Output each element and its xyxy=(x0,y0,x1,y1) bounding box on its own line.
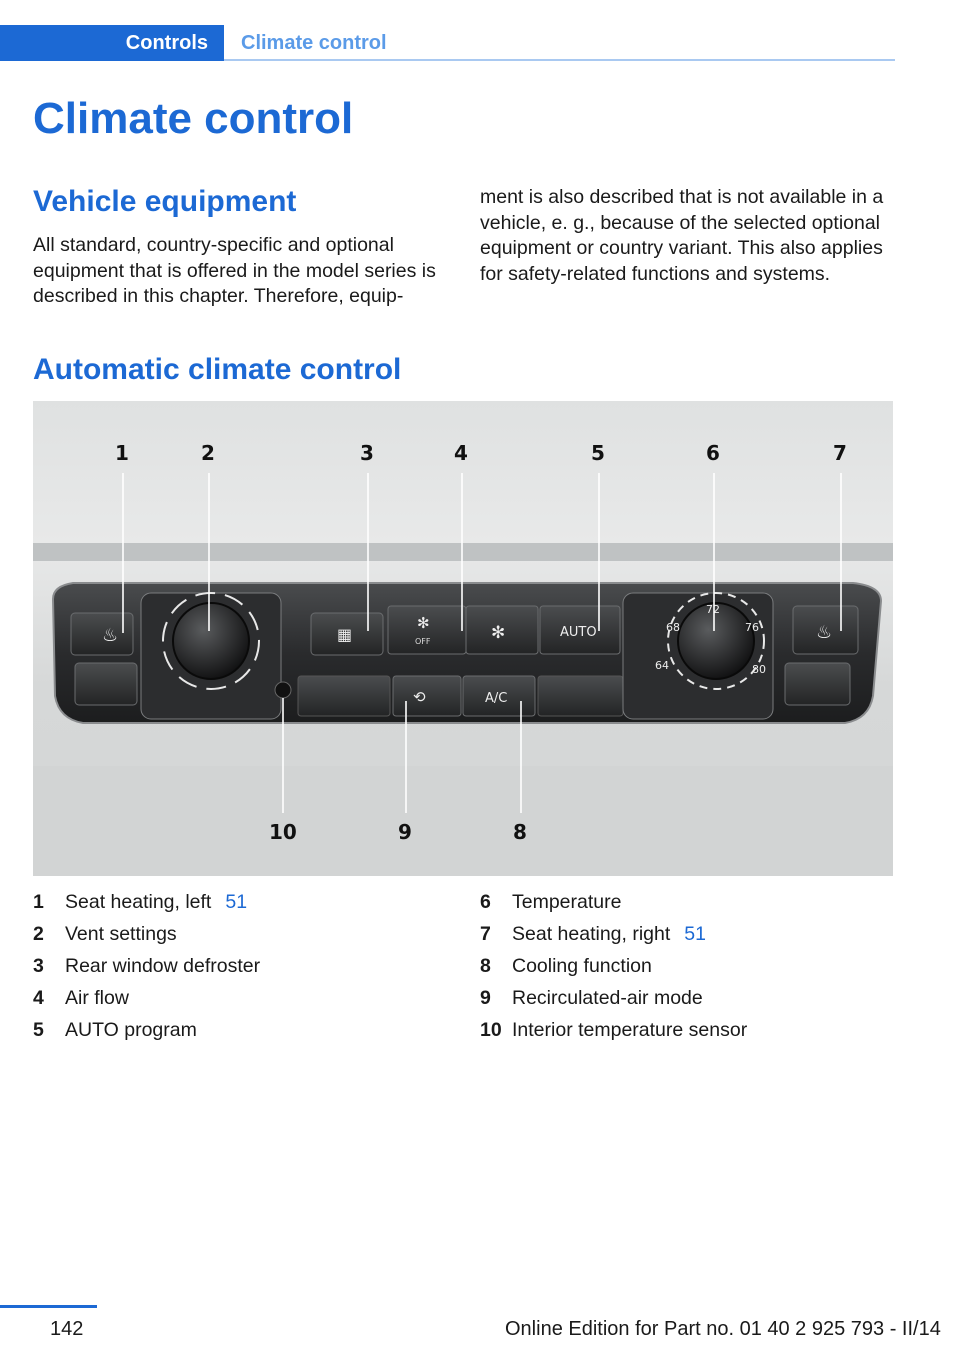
legend-item: 10 Interior temperature sensor xyxy=(480,1014,747,1046)
seat-heating-left-button[interactable] xyxy=(70,612,134,656)
legend-num: 8 xyxy=(480,954,491,977)
legend-num: 9 xyxy=(480,986,491,1009)
callout-4: 4 xyxy=(454,441,468,465)
lower-right-button[interactable] xyxy=(784,662,851,706)
lower-left-button[interactable] xyxy=(74,662,138,706)
callout-10: 10 xyxy=(269,820,297,844)
auto-button[interactable] xyxy=(539,605,621,655)
page-number: 142 xyxy=(50,1318,84,1340)
legend-num: 3 xyxy=(33,954,44,977)
tab-controls[interactable]: Controls xyxy=(0,25,224,61)
page-ref-link[interactable]: 51 xyxy=(684,922,706,945)
vent-knob-ring xyxy=(162,592,260,690)
rear-defroster-button[interactable] xyxy=(310,612,384,656)
seat-heat-left-icon: ♨ xyxy=(102,625,118,646)
legend-num: 2 xyxy=(33,922,44,945)
legend-num: 6 xyxy=(480,890,491,913)
legend-item: 3 Rear window defroster xyxy=(33,950,260,982)
recirculated-air-button[interactable] xyxy=(392,675,462,717)
figure-lower-band xyxy=(33,766,893,876)
header-tabs: Controls Climate control xyxy=(0,25,895,61)
temp-mark: 72 xyxy=(706,603,720,616)
airflow-button[interactable] xyxy=(465,605,539,655)
legend-left: 1 Seat heating, left 51 2 Vent settings 3 Re… xyxy=(33,886,260,1046)
legend-label: Rear window defroster xyxy=(65,954,261,977)
lower-mid-right-button[interactable] xyxy=(537,675,624,717)
legend-item: 1 Seat heating, left 51 xyxy=(33,886,260,918)
legend-num: 4 xyxy=(33,986,44,1009)
legend-label: Recirculated-air mode xyxy=(512,986,703,1009)
page-ref-link[interactable]: 51 xyxy=(225,890,248,913)
callout-5: 5 xyxy=(591,441,605,465)
interior-temperature-sensor xyxy=(274,681,292,699)
callout-lines xyxy=(122,473,842,813)
legend-label: Seat heating, right xyxy=(512,922,671,945)
temp-mark: 68 xyxy=(666,621,680,634)
legend-item: 7 Seat heating, right 51 xyxy=(480,918,747,950)
callout-9: 9 xyxy=(398,820,412,844)
tab-climate-control[interactable]: Climate control xyxy=(241,31,387,54)
temp-mark: 76 xyxy=(745,621,759,634)
legend-label: Interior temperature sensor xyxy=(512,1018,748,1041)
ac-button[interactable] xyxy=(462,675,536,717)
legend-item: 8 Cooling function xyxy=(480,950,747,982)
heading-vehicle-equipment: Vehicle equipment xyxy=(33,185,297,218)
temperature-knob[interactable] xyxy=(677,602,755,680)
temp-mark: 80 xyxy=(752,663,766,676)
ac-label: A/C xyxy=(485,691,507,706)
footer-edition: Online Edition for Part no. 01 40 2 925 … xyxy=(505,1318,941,1340)
figure-dash-band xyxy=(33,543,893,561)
seat-heat-right-icon: ♨ xyxy=(816,622,832,643)
temp-mark: 64 xyxy=(655,659,669,672)
legend-item: 5 AUTO program xyxy=(33,1014,260,1046)
legend-item: 2 Vent settings xyxy=(33,918,260,950)
climate-panel-figure: ♨ ▦ ✻ OFF ✻ AUTO ⟲ A/C 72 68 76 64 80 ♨ xyxy=(33,401,893,876)
heading-automatic-climate-control: Automatic climate control xyxy=(33,353,402,386)
fan-off-icon: ✻ xyxy=(417,614,430,632)
rear-defrost-icon: ▦ xyxy=(337,625,352,644)
callout-2: 2 xyxy=(201,441,215,465)
fan-icon: ✻ xyxy=(491,623,505,643)
callout-7: 7 xyxy=(833,441,847,465)
callout-numbers: 1 2 3 4 5 6 7 8 9 10 xyxy=(115,441,847,844)
legend-label: Vent settings xyxy=(65,922,177,945)
page-number-rule xyxy=(0,1305,97,1308)
paragraph-col1: All standard, country-specific and optio… xyxy=(33,234,436,307)
legend-num: 10 xyxy=(480,1018,502,1041)
legend-label: AUTO program xyxy=(65,1018,197,1041)
legend-num: 5 xyxy=(33,1018,44,1041)
callout-3: 3 xyxy=(360,441,374,465)
legend-num: 7 xyxy=(480,922,491,945)
legend-label: Cooling function xyxy=(512,954,652,977)
legend-item: 4 Air flow xyxy=(33,982,260,1014)
legend-label: Air flow xyxy=(65,986,129,1009)
legend-item: 9 Recirculated-air mode xyxy=(480,982,747,1014)
temperature-knob-ring xyxy=(667,592,765,690)
callout-1: 1 xyxy=(115,441,129,465)
auto-label: AUTO xyxy=(560,625,597,640)
callout-6: 6 xyxy=(706,441,720,465)
tab-underline xyxy=(224,59,895,61)
page-title: Climate control xyxy=(33,94,354,143)
legend-num: 1 xyxy=(33,890,44,913)
vent-knob[interactable] xyxy=(172,602,250,680)
legend-right: 6 Temperature 7 Seat heating, right 51 8 Coo… xyxy=(480,886,747,1046)
legend-item: 6 Temperature xyxy=(480,886,747,918)
recirculation-icon: ⟲ xyxy=(413,688,426,706)
callout-8: 8 xyxy=(513,820,527,844)
off-label: OFF xyxy=(415,637,431,646)
lower-mid-left-button[interactable] xyxy=(297,675,391,717)
legend-label: Temperature xyxy=(512,890,622,913)
paragraph-col2: ment is also described that is not avail… xyxy=(480,186,884,285)
legend-label: Seat heating, left xyxy=(65,890,212,913)
